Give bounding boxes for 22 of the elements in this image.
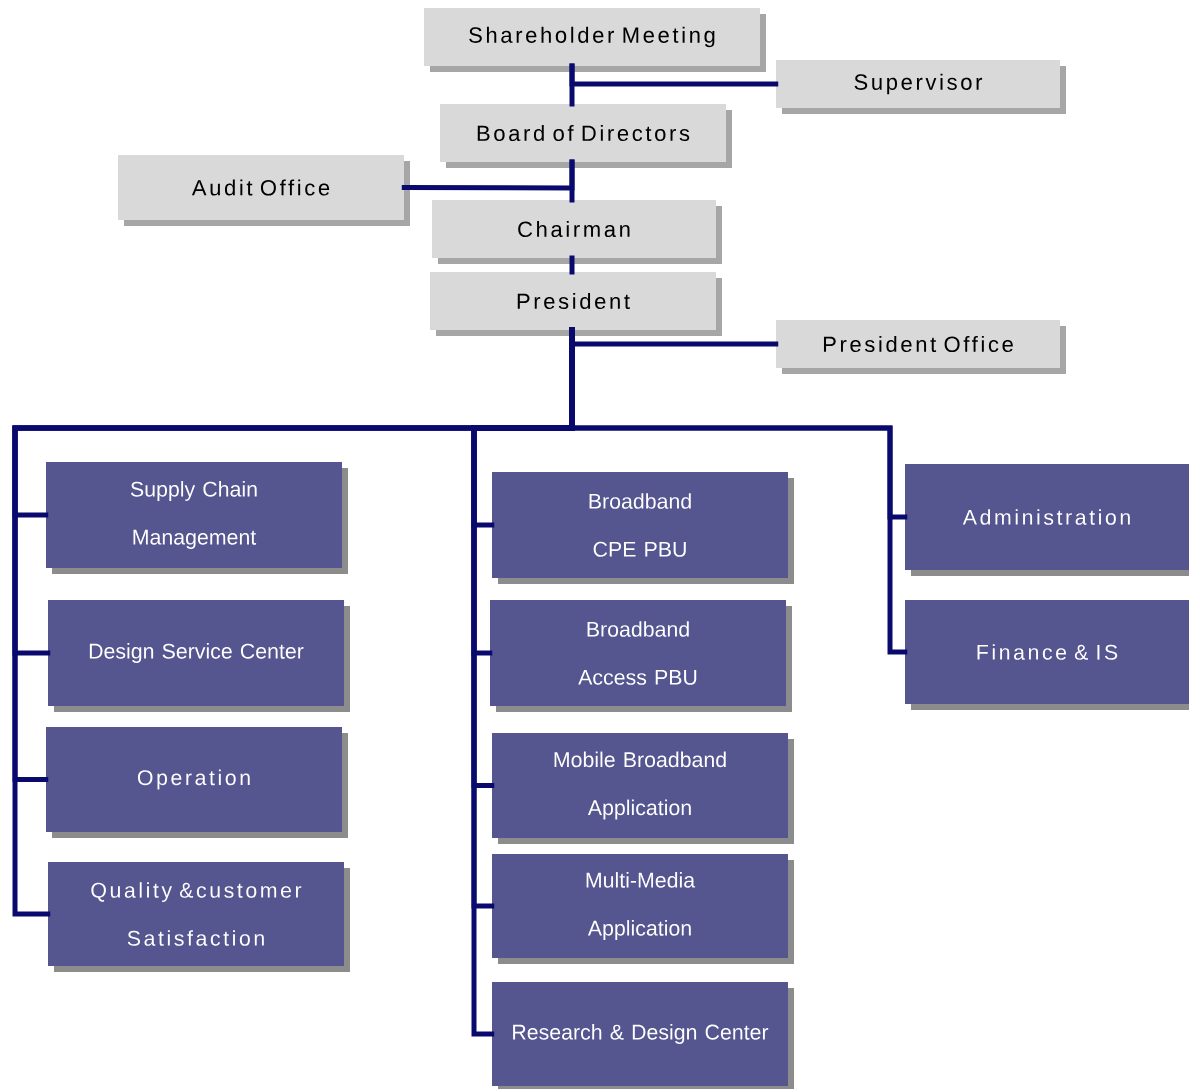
connector-line xyxy=(569,255,575,275)
title-box: Chairman xyxy=(432,200,722,264)
title-box: Shareholder Meeting xyxy=(424,8,766,72)
department-box: Administration xyxy=(905,464,1189,576)
department-box: Operation xyxy=(46,726,348,838)
department-box: Design Service Center xyxy=(48,600,350,712)
connector-line xyxy=(569,63,779,87)
title-box: President Office xyxy=(776,320,1066,374)
department-box: Research & Design Center xyxy=(492,982,794,1089)
department-box: Broadband Access PBU xyxy=(490,600,792,712)
department-box: Multi-Media Application xyxy=(492,854,794,964)
department-box: Quality &customer Satisfaction xyxy=(48,862,350,972)
department-box: Broadband CPE PBU xyxy=(492,472,794,584)
connector-line xyxy=(569,327,908,655)
title-box: Board of Directors xyxy=(440,104,732,168)
title-box: Supervisor xyxy=(776,60,1066,114)
title-box: Audit Office xyxy=(118,154,410,226)
title-box: President xyxy=(430,272,722,336)
connector-line xyxy=(569,159,575,203)
department-box: Mobile Broadband Application xyxy=(492,732,794,844)
department-box: Supply Chain Management xyxy=(46,462,348,574)
department-box: Finance & IS xyxy=(905,600,1189,710)
